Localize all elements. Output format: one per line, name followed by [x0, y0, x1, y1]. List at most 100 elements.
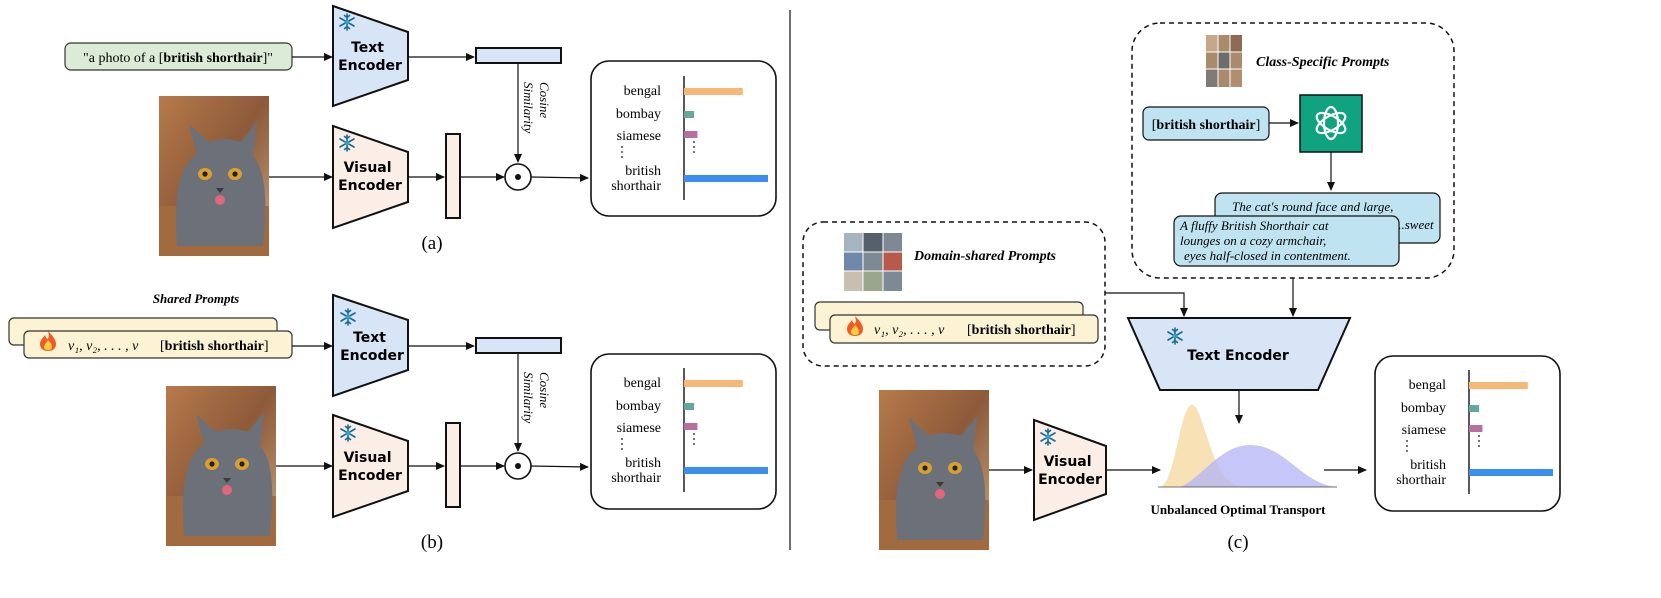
- description-back-text: The cat's round face and large, ...sweet: [1232, 199, 1434, 232]
- similarity-label: Cosine Similarity: [521, 372, 552, 424]
- class-score-bar: [1469, 405, 1480, 412]
- ellipsis-dot: [1406, 445, 1408, 447]
- visual-encoder: [332, 124, 409, 230]
- domain-shared-region: [802, 221, 1106, 367]
- svg-text:"a photo of a [british shortha: "a photo of a [british shorthair]": [83, 51, 273, 66]
- image-distribution: [1160, 405, 1240, 487]
- shared-prompts-label: Shared Prompts: [153, 291, 239, 306]
- class-label: shorthair: [611, 471, 661, 486]
- text-feature-vector: [475, 47, 562, 64]
- class-label: bengal: [1409, 378, 1446, 393]
- class-label: british: [1410, 458, 1446, 473]
- domain-shared-label: Domain-shared Prompts: [913, 249, 1057, 264]
- panel-a: "a photo of a [british shorthair]" Text …: [64, 4, 777, 256]
- text-encoder-label: Text Encoder: [338, 40, 402, 74]
- class-score-bar: [684, 380, 743, 387]
- class-score-bar: [1469, 382, 1528, 389]
- class-label: bengal: [624, 376, 661, 391]
- panel-c: Class-Specific Prompts [british shorthai…: [802, 22, 1561, 553]
- text-encoder-label: Text Encoder: [340, 330, 404, 364]
- description-front-text: A fluffy British Shorthair cat lounges o…: [1179, 218, 1351, 263]
- prompt-class: british shorthair: [165, 339, 264, 354]
- similarity-label: Cosine Similarity: [521, 82, 552, 134]
- ellipsis-dot: [621, 438, 623, 440]
- ellipsis-dot: [693, 438, 695, 440]
- class-label: siamese: [1402, 423, 1446, 438]
- cat-photo: [166, 386, 276, 546]
- prompt-vectors: v₁, v₂, . . . , v: [68, 339, 139, 354]
- visual-encoder-label: Visual Encoder: [1038, 454, 1102, 488]
- ellipsis-dot: [1478, 440, 1480, 442]
- ellipsis-dot: [1478, 445, 1480, 447]
- ellipsis-dot: [621, 151, 623, 153]
- chatgpt-logo-icon: [1299, 94, 1363, 153]
- visual-encoder: [332, 413, 409, 519]
- class-label: shorthair: [1396, 473, 1446, 488]
- ellipsis-dot: [693, 146, 695, 148]
- class-image-grid: [1206, 35, 1242, 87]
- class-score-bar: [684, 403, 695, 410]
- class-score-bar: [684, 423, 698, 430]
- class-score-bar: [684, 111, 695, 118]
- text-distribution: [1180, 445, 1335, 487]
- class-score-bar: [684, 88, 743, 95]
- transport-label: Unbalanced Optimal Transport: [1150, 502, 1326, 517]
- class-label: bengal: [624, 84, 661, 99]
- ellipsis-dot: [1406, 440, 1408, 442]
- class-specific-label: Class-Specific Prompts: [1256, 55, 1390, 70]
- svg-text:[british shorthair]: [british shorthair]: [967, 323, 1076, 338]
- description-card-front: [1173, 215, 1400, 267]
- class-label: shorthair: [611, 179, 661, 194]
- text-encoder-label: Text Encoder: [1187, 348, 1289, 364]
- ellipsis-dot: [1406, 450, 1408, 452]
- class-score-bar: [1469, 469, 1553, 476]
- class-label: siamese: [617, 129, 661, 144]
- caption-a: (a): [421, 233, 442, 254]
- class-input-text: british shorthair: [1156, 118, 1255, 133]
- ellipsis-dot: [1478, 435, 1480, 437]
- prompt-vectors: v₁, v₂, . . . , v: [874, 323, 945, 338]
- prompt-card-front: [23, 330, 293, 359]
- svg-text:[british shorthair]: [british shorthair]: [1152, 118, 1261, 133]
- class-label: bombay: [616, 107, 661, 122]
- domain-image-grid: [844, 233, 902, 291]
- ellipsis-dot: [621, 156, 623, 158]
- prompt-prefix: "a photo of a [: [83, 51, 164, 66]
- class-label: siamese: [617, 421, 661, 436]
- ellipsis-dot: [693, 151, 695, 153]
- visual-encoder: [1033, 418, 1107, 522]
- visual-encoder-label: Visual Encoder: [338, 450, 402, 484]
- ellipsis-dot: [693, 141, 695, 143]
- image-feature-vector: [445, 422, 461, 508]
- prompt-class: british shorthair: [163, 51, 262, 66]
- class-label: british: [625, 456, 661, 471]
- ellipsis-dot: [621, 443, 623, 445]
- text-encoder: [332, 4, 409, 108]
- caption-c: (c): [1227, 532, 1248, 553]
- image-feature-vector: [445, 133, 461, 219]
- class-score-bar: [684, 175, 768, 182]
- panel-b: Shared Prompts v₁, v₂, . . . , v [britis…: [8, 291, 777, 553]
- class-score-bar: [1469, 425, 1483, 432]
- cat-photo: [879, 390, 989, 550]
- prompt-class: british shorthair: [972, 323, 1071, 338]
- ellipsis-dot: [621, 448, 623, 450]
- text-encoder: [332, 293, 409, 398]
- prompt-card-front: [829, 314, 1099, 344]
- transport-distributions: [1158, 405, 1337, 488]
- caption-b: (b): [421, 532, 443, 553]
- class-label: british: [625, 164, 661, 179]
- cat-photo: [159, 96, 269, 256]
- ellipsis-dot: [693, 433, 695, 435]
- prompt-suffix: ]": [263, 51, 273, 66]
- ellipsis-dot: [693, 443, 695, 445]
- class-label: bombay: [616, 399, 661, 414]
- ellipsis-dot: [621, 146, 623, 148]
- text-feature-vector: [475, 337, 562, 354]
- class-label: bombay: [1401, 401, 1446, 416]
- class-score-bar: [684, 467, 768, 474]
